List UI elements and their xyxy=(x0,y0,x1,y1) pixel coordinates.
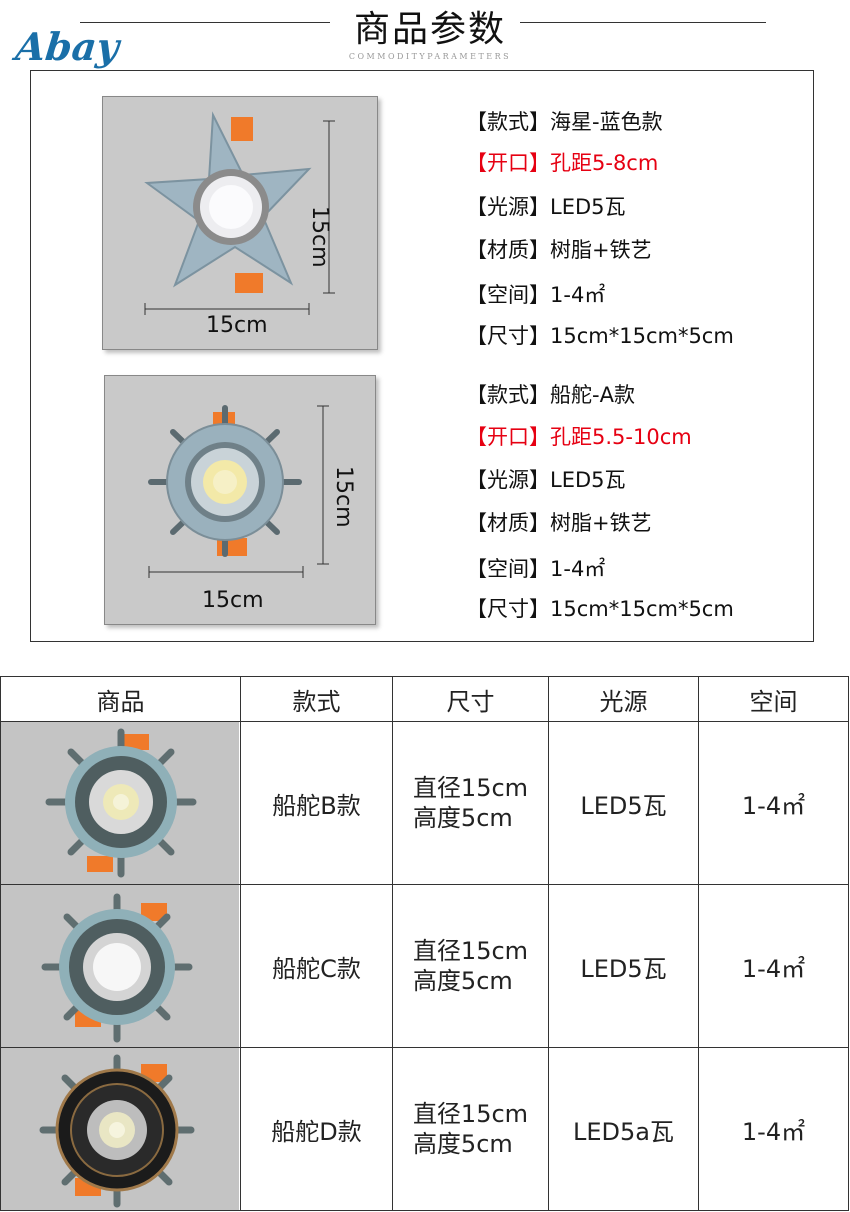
page-title: 商品参数 xyxy=(353,9,506,50)
spec-row-size: 【尺寸】15cm*15cm*5cm xyxy=(466,593,734,623)
spec-key: 【款式】 xyxy=(466,110,550,134)
starfish-lamp-icon xyxy=(144,111,335,315)
spec-key: 【开口】 xyxy=(466,425,550,449)
light-cell: LED5a瓦 xyxy=(548,1047,699,1211)
shipwheel-width-label: 15cm xyxy=(202,588,264,613)
product-image-cell xyxy=(0,884,241,1048)
col-header-style: 款式 xyxy=(240,676,393,722)
space-cell: 1-4㎡ xyxy=(698,884,849,1048)
size-height: 高度5cm xyxy=(412,804,513,832)
starfish-product-photo xyxy=(102,96,378,350)
style-cell: 船舵C款 xyxy=(240,884,393,1048)
product-image xyxy=(1,885,239,1047)
ship-wheel-b-icon xyxy=(45,728,197,878)
spec-key: 【尺寸】 xyxy=(466,324,550,348)
table-header-row: 商品 款式 尺寸 光源 空间 xyxy=(0,676,849,722)
col-header-product: 商品 xyxy=(0,676,241,722)
spec-key: 【空间】 xyxy=(466,557,550,581)
spec-row-light: 【光源】LED5瓦 xyxy=(466,464,626,494)
spec-key: 【空间】 xyxy=(466,283,550,307)
product-image-cell xyxy=(0,721,241,885)
spec-value: 船舵-A款 xyxy=(550,383,635,407)
product-image xyxy=(1,1048,239,1210)
spec-value: 15cm*15cm*5cm xyxy=(550,324,734,348)
col-header-light: 光源 xyxy=(548,676,699,722)
brand-logo: Abay xyxy=(13,24,122,69)
spec-value: 1-4㎡ xyxy=(550,283,606,307)
spec-value: 1-4㎡ xyxy=(550,557,606,581)
ship-wheel-d-icon xyxy=(39,1054,195,1208)
space-cell: 1-4㎡ xyxy=(698,1047,849,1211)
spec-value: LED5瓦 xyxy=(550,195,626,219)
spec-row-material: 【材质】树脂+铁艺 xyxy=(466,234,652,264)
size-diameter: 直径15cm xyxy=(412,937,529,965)
spec-value: 树脂+铁艺 xyxy=(550,511,652,535)
product-image-cell xyxy=(0,1047,241,1211)
starfish-width-label: 15cm xyxy=(206,313,268,338)
size-diameter: 直径15cm xyxy=(412,774,529,802)
shipwheel-product-photo xyxy=(104,375,376,625)
spec-row-space: 【空间】1-4㎡ xyxy=(466,279,605,309)
product-comparison-table: 商品 款式 尺寸 光源 空间 xyxy=(0,676,849,1211)
col-header-size: 尺寸 xyxy=(392,676,549,722)
style-cell: 船舵B款 xyxy=(240,721,393,885)
starfish-height-label: 15cm xyxy=(307,206,332,268)
spec-key: 【材质】 xyxy=(466,238,550,262)
spec-row-style: 【款式】海星-蓝色款 xyxy=(466,106,663,136)
spec-key: 【光源】 xyxy=(466,195,550,219)
space-cell: 1-4㎡ xyxy=(698,721,849,885)
size-diameter: 直径15cm xyxy=(412,1100,529,1128)
spec-row-space: 【空间】1-4㎡ xyxy=(466,553,605,583)
product-image xyxy=(1,722,239,884)
spec-panel xyxy=(30,70,814,642)
spec-value: 孔距5.5-10cm xyxy=(550,425,692,449)
spec-row-opening: 【开口】孔距5.5-10cm xyxy=(466,421,692,451)
spec-value: 树脂+铁艺 xyxy=(550,238,652,262)
ship-wheel-lamp-icon xyxy=(148,405,329,578)
light-cell: LED5瓦 xyxy=(548,721,699,885)
spec-value: 15cm*15cm*5cm xyxy=(550,597,734,621)
light-cell: LED5瓦 xyxy=(548,884,699,1048)
size-height: 高度5cm xyxy=(412,967,513,995)
spec-row-material: 【材质】树脂+铁艺 xyxy=(466,507,652,537)
size-height: 高度5cm xyxy=(412,1130,513,1158)
spec-key: 【尺寸】 xyxy=(466,597,550,621)
spec-key: 【材质】 xyxy=(466,511,550,535)
spec-value: 孔距5-8cm xyxy=(550,151,659,175)
spec-value: LED5瓦 xyxy=(550,468,626,492)
page-subtitle: COMMODITYPARAMETERS xyxy=(348,52,512,61)
shipwheel-height-label: 15cm xyxy=(331,466,356,528)
header-rule-left xyxy=(80,22,330,23)
spec-row-style: 【款式】船舵-A款 xyxy=(466,379,635,409)
spec-key: 【款式】 xyxy=(466,383,550,407)
spec-row-light: 【光源】LED5瓦 xyxy=(466,191,626,221)
col-header-space: 空间 xyxy=(698,676,849,722)
header-rule-right xyxy=(520,22,766,23)
spec-value: 海星-蓝色款 xyxy=(550,110,663,134)
spec-key: 【开口】 xyxy=(466,151,550,175)
style-cell: 船舵D款 xyxy=(240,1047,393,1211)
ship-wheel-c-icon xyxy=(41,893,193,1043)
spec-row-size: 【尺寸】15cm*15cm*5cm xyxy=(466,320,734,350)
spec-key: 【光源】 xyxy=(466,468,550,492)
spec-row-opening: 【开口】孔距5-8cm xyxy=(466,147,658,177)
